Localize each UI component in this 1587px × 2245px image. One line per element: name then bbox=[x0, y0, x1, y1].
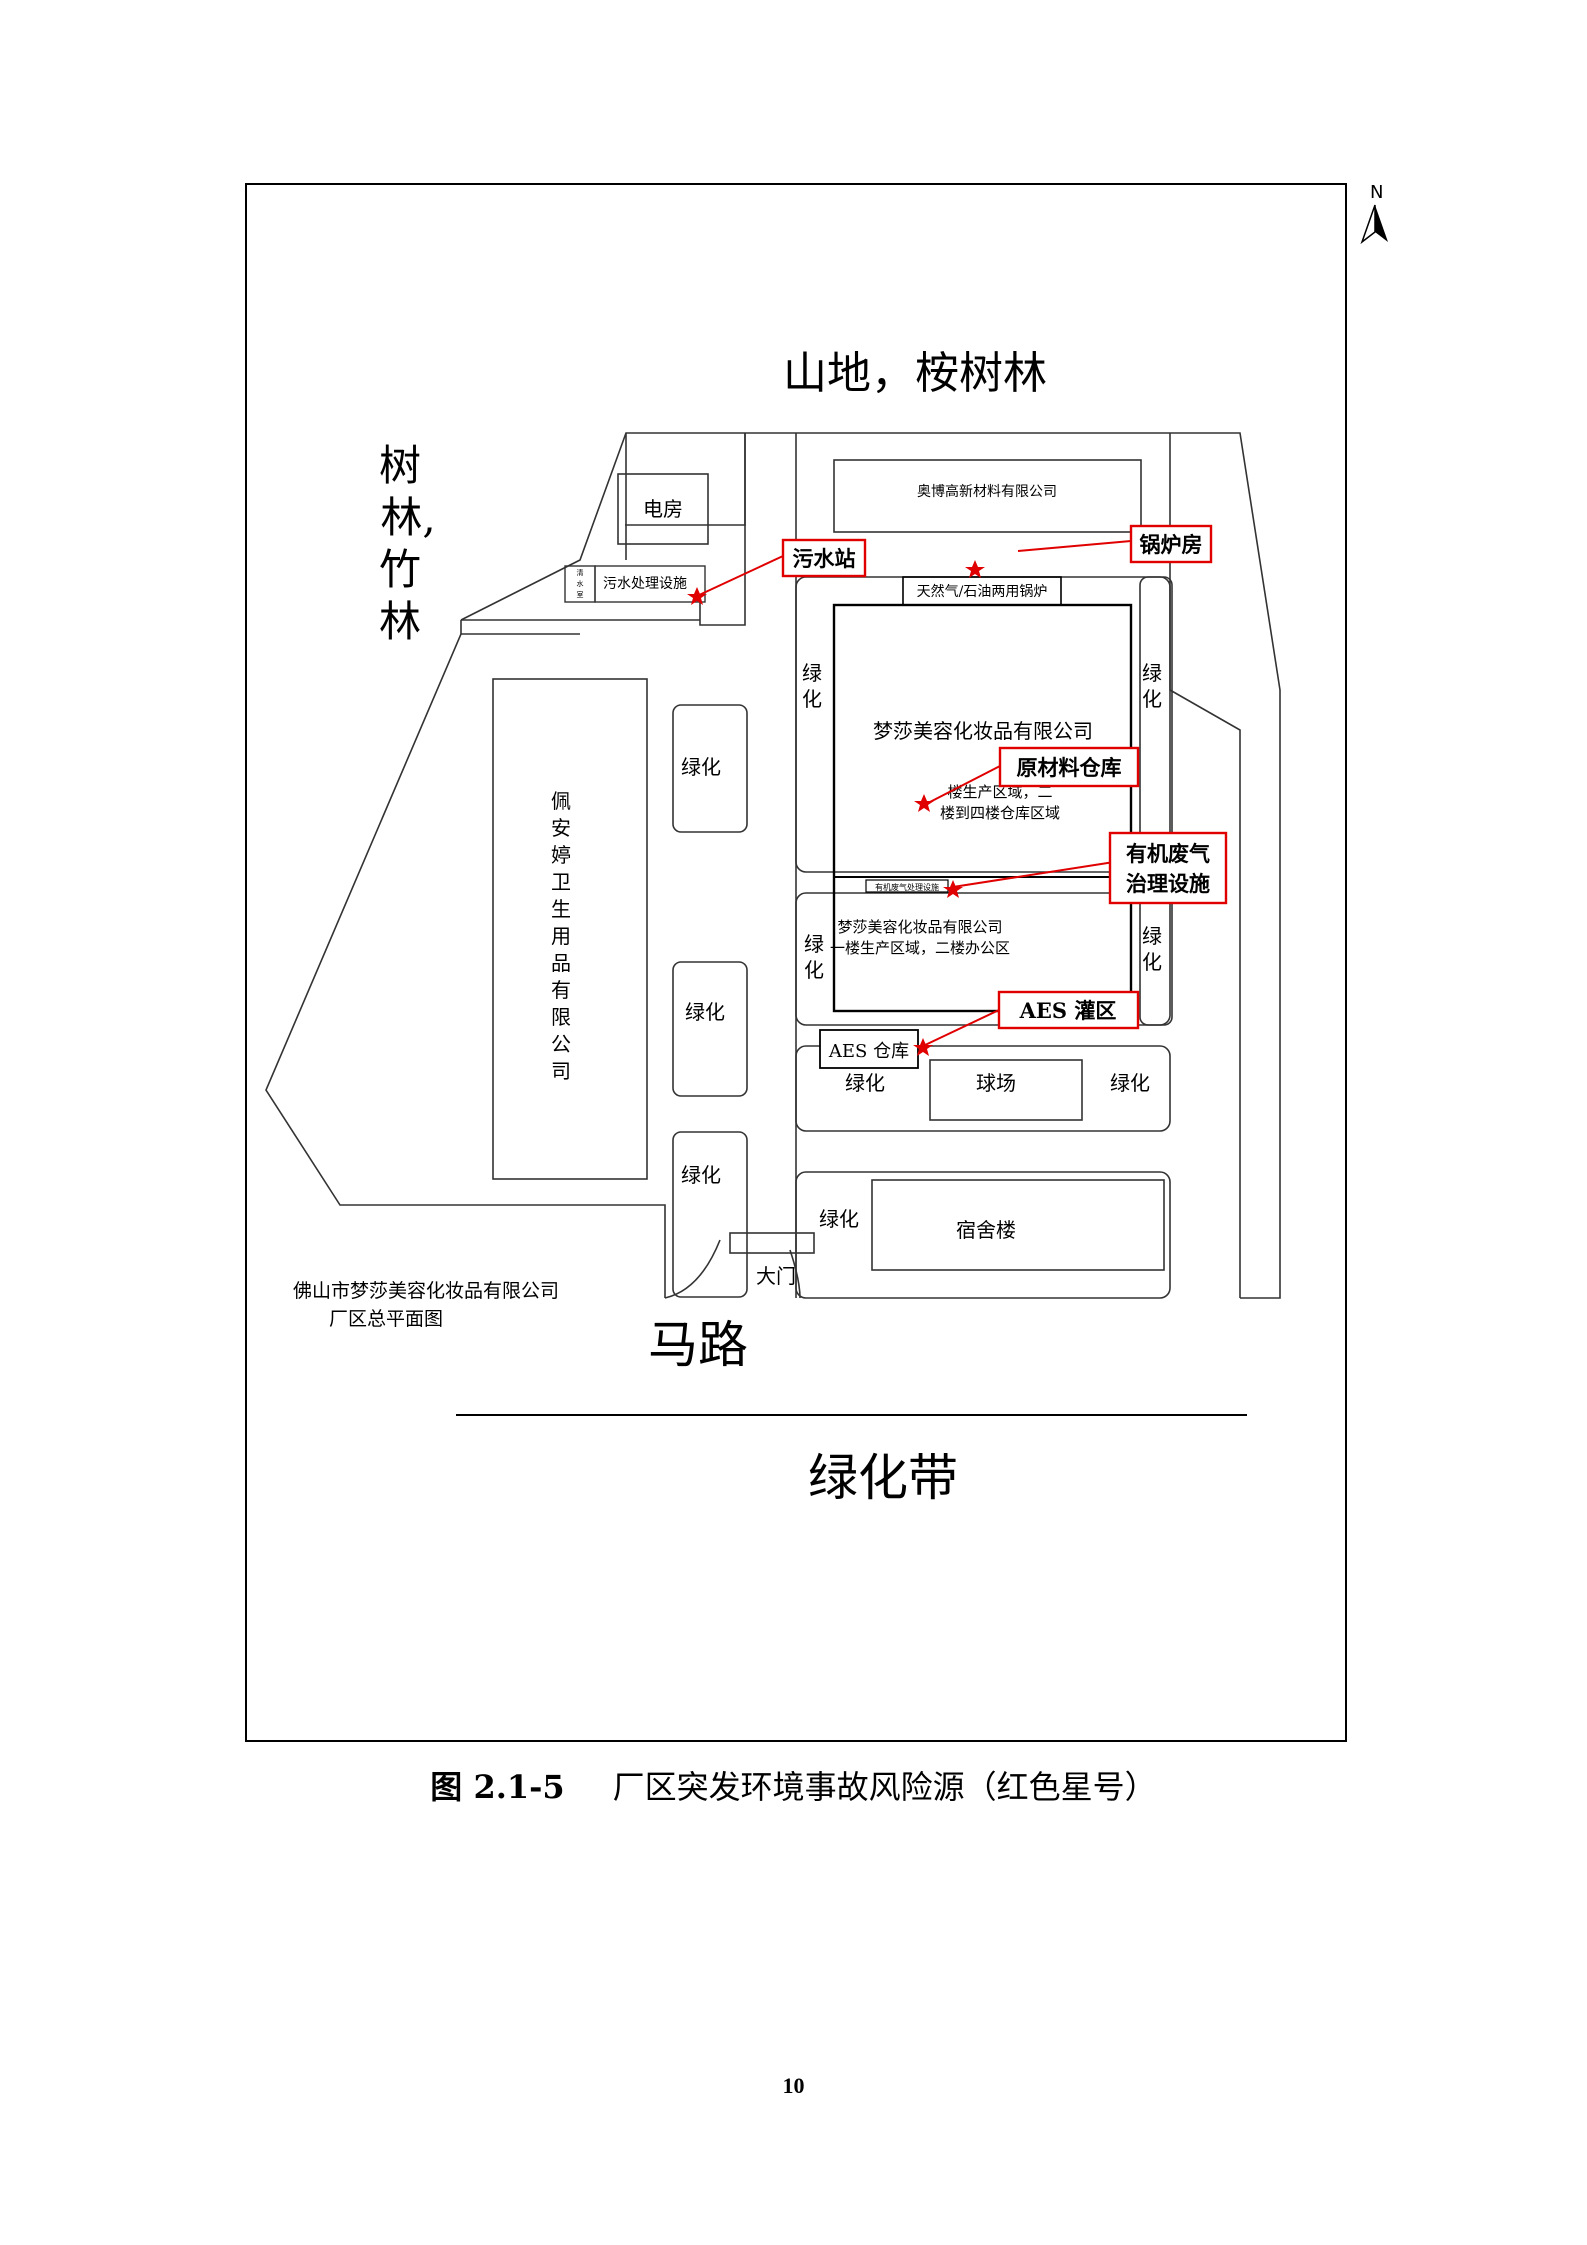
svg-text:公: 公 bbox=[551, 1032, 571, 1056]
svg-text:林: 林 bbox=[379, 597, 421, 646]
risk-label-raw-material-warehouse: 原材料仓库 bbox=[998, 746, 1140, 788]
svg-text:绿化: 绿化 bbox=[681, 1163, 721, 1187]
svg-text:化: 化 bbox=[802, 687, 822, 711]
svg-text:治理设施: 治理设施 bbox=[1126, 871, 1210, 896]
ball-court bbox=[929, 1059, 1083, 1121]
north-arrow-icon: N bbox=[1360, 182, 1388, 245]
svg-text:有机废气处理设施: 有机废气处理设施 bbox=[875, 882, 939, 892]
svg-text:限: 限 bbox=[551, 1005, 571, 1029]
svg-text:AES 仓库: AES 仓库 bbox=[828, 1041, 909, 1062]
svg-text:宿舍楼: 宿舍楼 bbox=[956, 1218, 1016, 1242]
figure-number: 图 2.1-5 bbox=[430, 1768, 565, 1806]
figure-frame bbox=[245, 183, 1347, 1742]
sewage-treatment-facility: 清 水 室 污水处理设施 bbox=[564, 565, 706, 603]
main-factory-building bbox=[832, 603, 1133, 1013]
svg-text:原材料仓库: 原材料仓库 bbox=[1017, 755, 1122, 780]
svg-text:污水处理设施: 污水处理设施 bbox=[603, 576, 687, 592]
neighbor-company-building bbox=[833, 459, 1142, 533]
power-room bbox=[617, 473, 709, 545]
svg-text:绿: 绿 bbox=[1142, 924, 1162, 948]
risk-label-boiler-room: 锅炉房 bbox=[1129, 524, 1213, 564]
svg-text:室: 室 bbox=[577, 590, 584, 599]
site-boundary bbox=[265, 432, 1281, 1299]
svg-text:安: 安 bbox=[551, 816, 571, 840]
figure-caption-text: 厂区突发环境事故风险源（红色星号） bbox=[612, 1768, 1157, 1806]
svg-text:化: 化 bbox=[1142, 950, 1162, 974]
svg-text:一楼生产区域，二楼办公区: 一楼生产区域，二楼办公区 bbox=[830, 939, 1010, 957]
svg-text:水: 水 bbox=[577, 579, 584, 588]
svg-text:楼到四楼仓库区域: 楼到四楼仓库区域 bbox=[940, 804, 1060, 822]
svg-text:佩: 佩 bbox=[551, 789, 571, 813]
risk-star-icon bbox=[687, 560, 985, 1056]
svg-text:婷: 婷 bbox=[551, 843, 571, 867]
svg-text:清: 清 bbox=[577, 568, 584, 577]
svg-text:AES 灌区: AES 灌区 bbox=[1019, 998, 1117, 1023]
svg-text:绿化: 绿化 bbox=[845, 1071, 885, 1095]
svg-text:化: 化 bbox=[1142, 687, 1162, 711]
svg-text:球场: 球场 bbox=[976, 1071, 1016, 1095]
page-number: 10 bbox=[782, 2073, 805, 2098]
svg-text:奥博高新材料有限公司: 奥博高新材料有限公司 bbox=[917, 483, 1057, 500]
voc-treatment-facility bbox=[865, 879, 949, 893]
svg-text:林,: 林, bbox=[380, 493, 435, 542]
svg-text:梦莎美容化妆品有限公司: 梦莎美容化妆品有限公司 bbox=[873, 719, 1093, 743]
north-surrounding-label: 山地，桉树林 bbox=[783, 348, 1047, 399]
svg-text:大门: 大门 bbox=[756, 1264, 796, 1288]
svg-text:佛山市梦莎美容化妆品有限公司: 佛山市梦莎美容化妆品有限公司 bbox=[293, 1280, 559, 1302]
svg-text:梦莎美容化妆品有限公司: 梦莎美容化妆品有限公司 bbox=[837, 918, 1002, 936]
main-gate bbox=[729, 1232, 815, 1254]
svg-text:树: 树 bbox=[379, 441, 421, 490]
svg-text:有机废气: 有机废气 bbox=[1126, 841, 1210, 866]
svg-text:锅炉房: 锅炉房 bbox=[1140, 532, 1203, 557]
svg-text:污水站: 污水站 bbox=[793, 546, 856, 571]
risk-label-sewage-station: 污水站 bbox=[781, 538, 867, 578]
peian-company-building bbox=[492, 678, 648, 1180]
risk-label-aes-tank-area: AES 灌区 bbox=[997, 990, 1140, 1030]
risk-leader-lines bbox=[696, 540, 1132, 1047]
aes-warehouse bbox=[819, 1029, 919, 1069]
svg-text:天然气/石油两用锅炉: 天然气/石油两用锅炉 bbox=[917, 583, 1048, 600]
svg-text:用: 用 bbox=[551, 924, 571, 948]
svg-text:绿化: 绿化 bbox=[819, 1207, 859, 1231]
svg-text:绿: 绿 bbox=[804, 932, 824, 956]
green-area-label: 绿化 绿化 绿化 绿化 绿化 绿化 bbox=[681, 755, 1150, 1231]
svg-text:竹: 竹 bbox=[379, 545, 421, 594]
svg-text:楼生产区域，二: 楼生产区域，二 bbox=[947, 783, 1052, 801]
svg-text:化: 化 bbox=[804, 958, 824, 982]
svg-text:生: 生 bbox=[551, 897, 571, 921]
svg-text:电房: 电房 bbox=[643, 497, 683, 521]
risk-label-voc-treatment: 有机废气 治理设施 bbox=[1108, 831, 1228, 905]
svg-text:品: 品 bbox=[551, 951, 571, 975]
svg-text:绿化: 绿化 bbox=[685, 1000, 725, 1024]
green-area-label: 绿 化 绿 化 绿 化 绿 化 bbox=[802, 661, 1162, 982]
dormitory-building bbox=[871, 1179, 1165, 1271]
peian-company-label: 佩 安 婷 卫 生 用 品 有 限 公 司 bbox=[551, 789, 571, 1083]
figure-caption: 图 2.1-5 厂区突发环境事故风险源（红色星号） bbox=[0, 1762, 1587, 1808]
svg-text:N: N bbox=[1370, 182, 1383, 203]
plan-title: 佛山市梦莎美容化妆品有限公司 厂区总平面图 bbox=[293, 1280, 559, 1330]
svg-text:绿化: 绿化 bbox=[681, 755, 721, 779]
svg-text:有: 有 bbox=[551, 978, 571, 1002]
svg-text:卫: 卫 bbox=[551, 870, 571, 894]
svg-text:绿: 绿 bbox=[802, 661, 822, 685]
svg-text:司: 司 bbox=[551, 1059, 571, 1083]
svg-text:厂区总平面图: 厂区总平面图 bbox=[329, 1308, 443, 1330]
greenbelt-label: 绿化带 bbox=[808, 1449, 958, 1507]
west-surrounding-label: 树 林, 竹 林 bbox=[379, 441, 436, 646]
road-label: 马路 bbox=[648, 1316, 748, 1374]
svg-text:绿: 绿 bbox=[1142, 661, 1162, 685]
svg-text:绿化: 绿化 bbox=[1110, 1071, 1150, 1095]
